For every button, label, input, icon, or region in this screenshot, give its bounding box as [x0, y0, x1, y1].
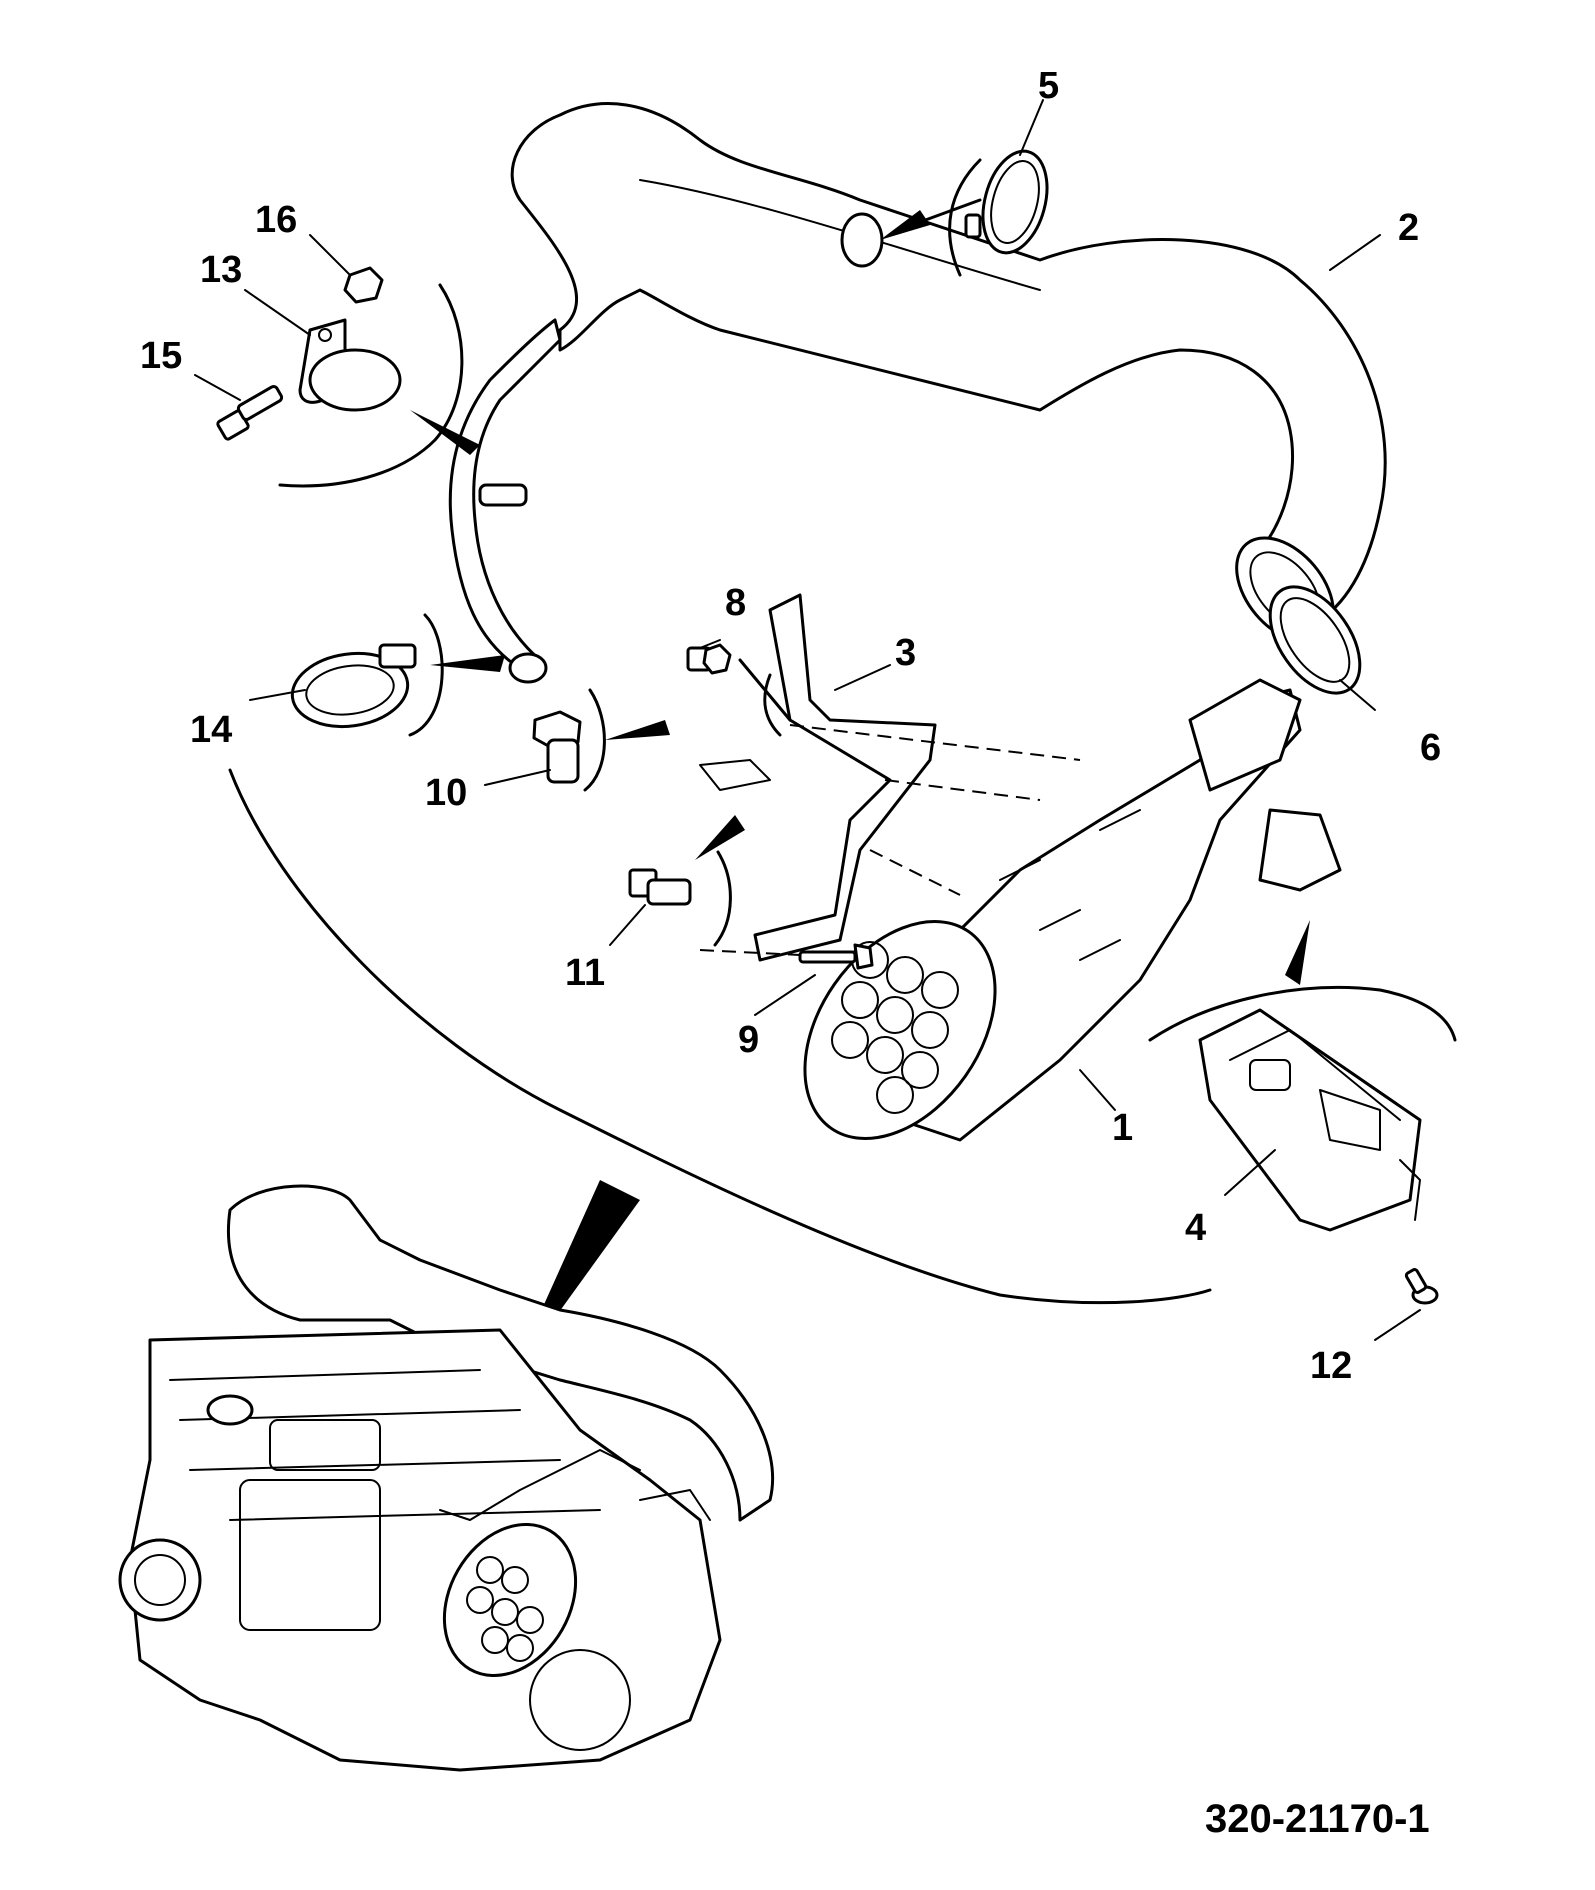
hose-clamp-6	[1268, 585, 1362, 695]
intake-hose	[448, 102, 1387, 684]
callout-16: 16	[255, 199, 297, 241]
detail-arcs	[228, 158, 1457, 1305]
sensor	[1198, 808, 1422, 1232]
bolt-15	[216, 385, 284, 441]
mounting-bracket	[699, 593, 937, 962]
p-clip-13	[298, 318, 402, 412]
callout-5: 5	[1038, 65, 1059, 107]
hose-clamp-14	[290, 643, 417, 729]
assembly-lines	[699, 724, 1081, 956]
catalyst-assembly	[803, 678, 1302, 1142]
callout-labels: 1 2 3 4 5 6 8 9 10 11 12 13 14 15 16	[140, 65, 1441, 1387]
bolt-11	[628, 868, 692, 906]
callout-11: 11	[565, 952, 605, 994]
hose-clamp-5	[964, 149, 1049, 255]
drawing-number: 320-21170-1	[1205, 1797, 1430, 1841]
callout-12: 12	[1310, 1345, 1352, 1387]
callout-13: 13	[200, 249, 242, 291]
bolt-10	[532, 710, 582, 784]
callout-2: 2	[1398, 207, 1419, 249]
callout-8: 8	[725, 582, 746, 624]
nut-16	[343, 266, 384, 304]
screw-12	[1404, 1268, 1439, 1305]
callout-9: 9	[738, 1019, 759, 1061]
callout-15: 15	[140, 335, 182, 377]
nut-8	[686, 643, 732, 675]
engine-overview	[118, 1184, 775, 1772]
callout-4: 4	[1185, 1207, 1206, 1249]
callout-14: 14	[190, 709, 232, 751]
callout-1: 1	[1112, 1107, 1133, 1149]
catalyst-outlet-tubes	[831, 941, 959, 1114]
callout-3: 3	[895, 632, 916, 674]
leader-lines	[194, 99, 1421, 1341]
bolt-9	[798, 943, 874, 970]
callout-10: 10	[425, 772, 467, 814]
callout-6: 6	[1420, 727, 1441, 769]
